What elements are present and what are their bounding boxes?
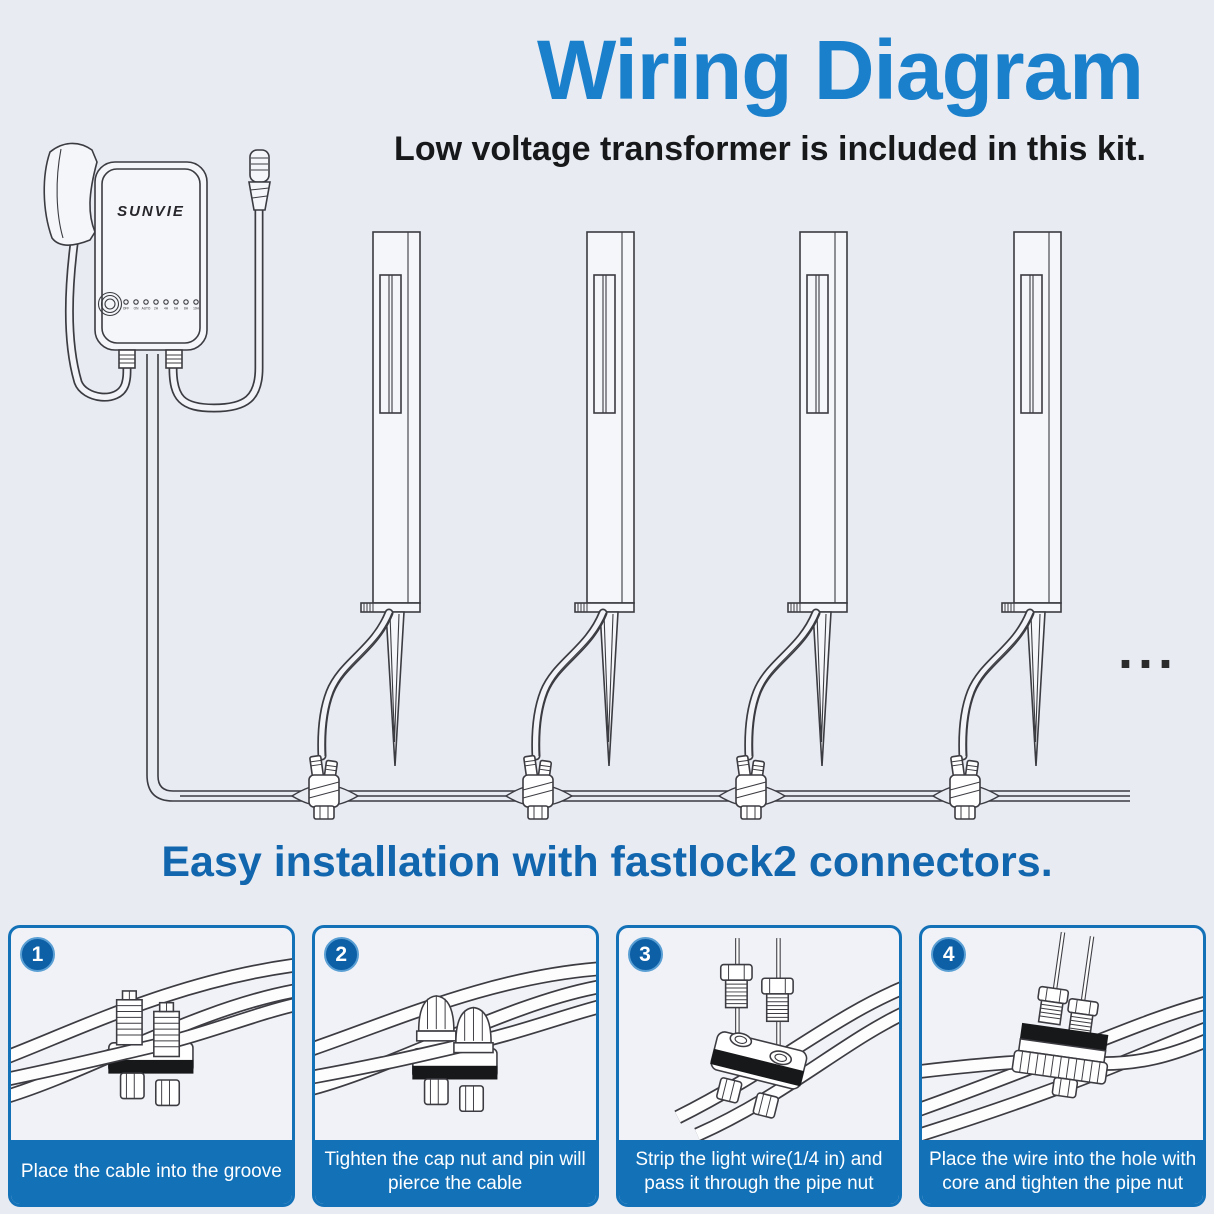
transformer-brand-label: SUNVIE — [117, 203, 185, 220]
installation-steps: 1 — [8, 925, 1206, 1207]
path-light-2 — [506, 232, 634, 819]
step-panel-3: 3 — [615, 925, 903, 1207]
svg-text:10H: 10H — [193, 307, 200, 311]
step-caption: Place the cable into the groove — [11, 1140, 292, 1204]
fastlock-step3-illustration — [619, 928, 900, 1140]
step-number-badge: 4 — [931, 937, 967, 972]
step-panel-1: 1 — [8, 925, 295, 1207]
svg-text:OFF: OFF — [123, 307, 129, 311]
svg-text:8H: 8H — [184, 307, 189, 311]
svg-text:6H: 6H — [174, 307, 179, 311]
ac-plug-icon — [43, 142, 98, 246]
transformer-cables — [64, 205, 264, 413]
svg-text:AUTO: AUTO — [142, 307, 151, 311]
page-subtitle: Low voltage transformer is included in t… — [394, 130, 1146, 168]
path-light-1 — [292, 232, 420, 819]
transformer: SUNVIE OFF ON AUTO — [94, 161, 208, 369]
timer-indicator-lights: OFF ON AUTO 2H 4H 6H 8H 10H — [123, 299, 200, 311]
step-panel-2: 2 — [311, 925, 599, 1207]
fastlock-step1-illustration — [11, 928, 292, 1140]
step-number-badge: 1 — [20, 937, 55, 972]
svg-text:ON: ON — [134, 307, 139, 311]
svg-text:4H: 4H — [164, 307, 169, 311]
step-caption: Strip the light wire(1/4 in) and pass it… — [618, 1140, 900, 1204]
step-caption: Tighten the cap nut and pin will pierce … — [314, 1140, 596, 1204]
path-light-4 — [933, 232, 1061, 819]
main-cable — [146, 354, 1130, 802]
step-panel-4: 4 — [919, 925, 1206, 1207]
step-number-badge: 2 — [323, 937, 359, 972]
strain-reliefs — [118, 349, 183, 369]
fastlock-step4-illustration — [922, 928, 1203, 1140]
power-knob-icon — [97, 291, 123, 317]
path-light-3 — [719, 232, 847, 819]
section-heading: Easy installation with fastlock2 connect… — [161, 838, 1053, 886]
step-number-badge: 3 — [627, 937, 663, 972]
step-caption: Place the wire into the hole with core a… — [922, 1140, 1203, 1204]
page-title: Wiring Diagram — [537, 23, 1144, 117]
svg-text:2H: 2H — [154, 307, 159, 311]
fastlock-step2-illustration — [314, 928, 596, 1140]
more-lights-ellipsis: ... — [1118, 620, 1178, 680]
light-sensor-icon — [248, 149, 271, 211]
